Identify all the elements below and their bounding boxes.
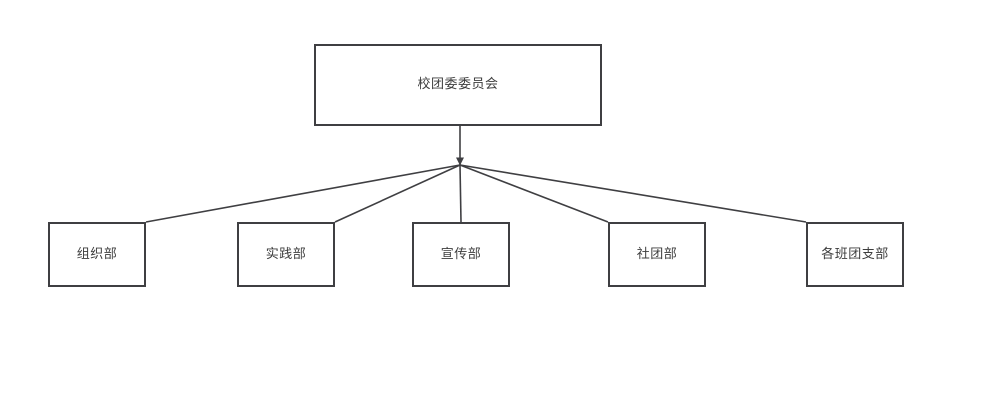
node-department-2-label: 实践部 <box>265 246 307 262</box>
connector-junction-to-department-2 <box>334 164 461 223</box>
node-department-5-label: 各班团支部 <box>821 246 889 262</box>
node-root[interactable]: 校团委委员会 <box>314 44 602 126</box>
connector-junction-to-department-4 <box>459 164 609 223</box>
connector-junction-to-department-1 <box>145 164 461 223</box>
connector-junction-to-department-5 <box>459 164 807 223</box>
node-department-3-label: 宣传部 <box>440 246 482 262</box>
node-root-label: 校团委委员会 <box>417 77 499 93</box>
connector-lines <box>145 126 807 223</box>
node-department-1-label: 组织部 <box>76 246 118 262</box>
node-department-3[interactable]: 宣传部 <box>412 222 510 287</box>
connector-junction-to-department-3 <box>459 164 462 223</box>
node-department-4-label: 社团部 <box>636 246 678 262</box>
node-department-1[interactable]: 组织部 <box>48 222 146 287</box>
node-department-4[interactable]: 社团部 <box>608 222 706 287</box>
node-department-5[interactable]: 各班团支部 <box>806 222 904 287</box>
node-department-2[interactable]: 实践部 <box>237 222 335 287</box>
